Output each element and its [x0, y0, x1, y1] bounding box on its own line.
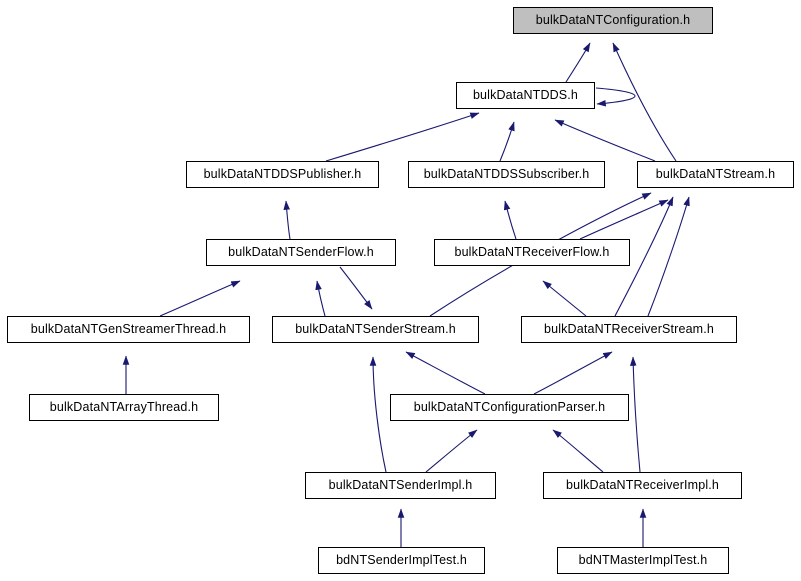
- graph-node-label: bulkDataNTArrayThread.h: [49, 400, 199, 415]
- graph-node-label: bulkDataNTReceiverFlow.h: [454, 245, 610, 260]
- graph-edge-senderflow-to-ddspublisher: [283, 200, 291, 240]
- graph-edge-senderimpl-to-senderstream: [369, 356, 387, 473]
- graph-edge-dds-to-config: [565, 42, 591, 83]
- graph-edge-senderstream-to-senderflow: [315, 280, 326, 317]
- graph-edge-receiverstream-to-receiverflow: [542, 280, 587, 317]
- graph-node-label: bulkDataNTStream.h: [655, 167, 776, 182]
- graph-node-label: bulkDataNTSenderStream.h: [295, 322, 456, 337]
- graph-node-receiverimpl[interactable]: bulkDataNTReceiverImpl.h: [543, 472, 742, 499]
- graph-node-label: bulkDataNTDDSPublisher.h: [203, 167, 362, 182]
- graph-edge-receiverstream-to-stream: [647, 196, 690, 317]
- graph-node-receiverflow[interactable]: bulkDataNTReceiverFlow.h: [434, 239, 630, 266]
- graph-node-label: bulkDataNTConfigurationParser.h: [413, 400, 606, 415]
- graph-node-label: bulkDataNTSenderImpl.h: [328, 478, 473, 493]
- graph-edge-dds-to-dds: [595, 87, 636, 107]
- graph-node-label: bulkDataNTDDSSubscriber.h: [423, 167, 590, 182]
- graph-node-label: bulkDataNTSenderFlow.h: [228, 245, 374, 260]
- graph-edge-stream-to-config: [612, 42, 677, 162]
- graph-node-ddssubscriber[interactable]: bulkDataNTDDSSubscriber.h: [408, 161, 605, 188]
- graph-edge-genthread-to-senderflow: [159, 280, 241, 317]
- graph-node-senderimpl[interactable]: bulkDataNTSenderImpl.h: [305, 472, 496, 499]
- graph-edge-senderflow-to-senderstream: [339, 266, 373, 310]
- graph-edge-ddssubscriber-to-dds: [499, 121, 515, 162]
- graph-node-senderstream[interactable]: bulkDataNTSenderStream.h: [272, 316, 479, 343]
- graph-edge-receiverstream-to-stream: [614, 196, 674, 317]
- graph-edge-confparser-to-receiverstream: [533, 351, 613, 395]
- graph-edge-ddspublisher-to-dds: [325, 112, 480, 162]
- graph-edge-receiverflow-to-stream: [579, 199, 669, 240]
- graph-node-label: bulkDataNTReceiverStream.h: [544, 322, 714, 337]
- graph-edge-receiverimpl-to-confparser: [552, 429, 604, 473]
- graph-node-config[interactable]: bulkDataNTConfiguration.h: [513, 7, 713, 34]
- graph-node-arraythread[interactable]: bulkDataNTArrayThread.h: [29, 394, 219, 421]
- graph-node-mastertest[interactable]: bdNTMasterImplTest.h: [557, 547, 729, 574]
- graph-edge-receiverflow-to-ddssubscriber: [503, 200, 517, 240]
- graph-edge-confparser-to-senderstream: [405, 351, 486, 395]
- graph-node-label: bulkDataNTGenStreamerThread.h: [30, 322, 227, 337]
- graph-node-receiverstream[interactable]: bulkDataNTReceiverStream.h: [521, 316, 737, 343]
- graph-edge-senderimpl-to-confparser: [425, 429, 478, 473]
- graph-node-label: bdNTSenderImplTest.h: [336, 553, 467, 568]
- graph-node-label: bdNTMasterImplTest.h: [578, 553, 708, 568]
- graph-node-genthread[interactable]: bulkDataNTGenStreamerThread.h: [7, 316, 250, 343]
- graph-node-label: bulkDataNTConfiguration.h: [535, 13, 691, 28]
- graph-node-confparser[interactable]: bulkDataNTConfigurationParser.h: [390, 394, 629, 421]
- graph-node-dds[interactable]: bulkDataNTDDS.h: [456, 82, 595, 109]
- graph-node-stream[interactable]: bulkDataNTStream.h: [637, 161, 794, 188]
- graph-node-label: bulkDataNTDDS.h: [472, 88, 579, 103]
- graph-node-label: bulkDataNTReceiverImpl.h: [566, 478, 719, 493]
- graph-node-senderflow[interactable]: bulkDataNTSenderFlow.h: [206, 239, 396, 266]
- graph-node-ddspublisher[interactable]: bulkDataNTDDSPublisher.h: [186, 161, 379, 188]
- graph-edge-receiverimpl-to-receiverstream: [629, 356, 641, 473]
- graph-node-sendertest[interactable]: bdNTSenderImplTest.h: [318, 547, 485, 574]
- graph-edge-stream-to-dds: [554, 119, 656, 162]
